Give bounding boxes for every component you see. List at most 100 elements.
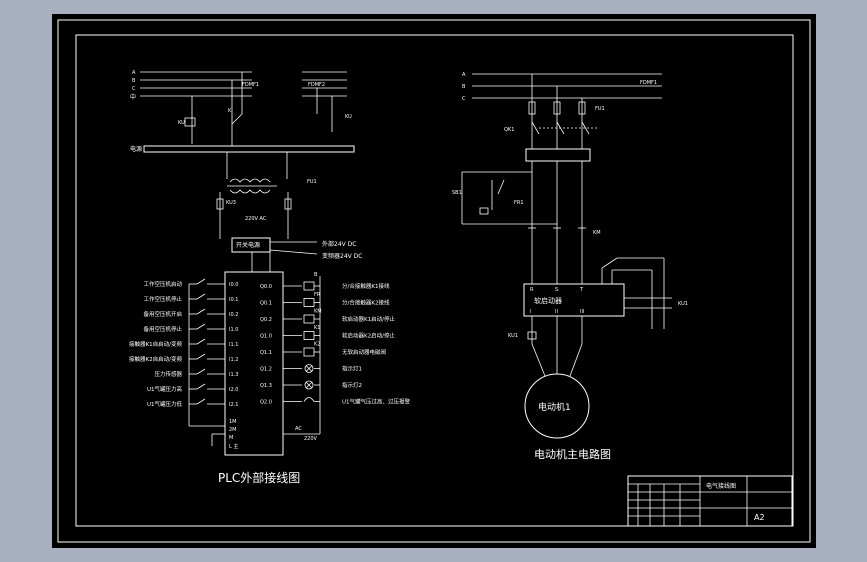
plc-bus-a: A [132,70,136,76]
plc-term-l: L 主 [229,443,238,450]
plc-input-label: 压力传感器 [154,370,182,378]
ac-supply-2: 220V [304,436,318,442]
plc-input-row: U1气罐压力低 I2.1 [147,398,238,408]
motor-fdmf: FDMF1 [640,80,657,86]
switch-supply-box [231,237,271,253]
relay-ku2: KU [345,114,352,120]
plc-output-row: Q0.1KM 分/合接触器K2接线 [260,298,390,315]
plc-input-addr: I2.0 [229,387,238,393]
plc-output-row: Q1.1 无软启动器电磁阀 [260,347,386,357]
motor-sb: SB1 [452,190,462,196]
plc-input-addr: I2.1 [229,402,238,408]
ss-term-ii: II [555,309,558,315]
plc-input-addr: I0.0 [229,282,238,288]
plc-input-addr: I0.2 [229,312,238,318]
rectifier-voltage: 220V AC [245,216,267,222]
plc-output-tag: FR [314,292,321,298]
plc-term-1m: 1M [229,419,237,425]
plc-input-row: 工作空压机停止 I0.1 [143,293,238,303]
cad-drawing: A B C 中 KU FDMF1 FDMF2 K KU 电源 FU1 KU3 2… [57,19,811,543]
plc-output-addr: Q0.1 [260,301,272,307]
plc-output-label: 无软启动器电磁阀 [342,348,386,356]
plc-input-label: U1气罐压力高 [147,385,183,393]
title-block: 电气接线图 A2 [627,475,793,527]
plc-input-addr: I0.1 [229,297,238,303]
plc-output-label: U1气罐气压过高、过压报警 [342,398,411,406]
plc-input-row: 工作空压机启动 I0.0 [143,278,238,288]
motor-main-circuit: A B C FDMF1 FU1 QK1 SB1 FR1 KM R [452,72,688,461]
soft-starter-box [523,283,625,317]
plc-input-label: 接触器K1自启动/变频 [129,340,182,348]
plc-input-label: 备用空压机开启 [143,310,182,318]
plc-output-label: 分/合接触器K2接线 [342,299,390,307]
outer-border [57,19,811,543]
plc-output-addr: Q0.0 [260,284,272,290]
plc-output-addr: Q1.1 [260,350,272,356]
ss-side: KU1 [678,301,688,307]
plc-output-tag: KM [314,309,322,315]
relay-k: K [228,108,232,114]
motor-bus-b: B [462,84,466,90]
relay-fdmf1: FDMF1 [242,82,259,88]
ac-supply-1: AC [295,426,302,432]
plc-bus-bar [143,145,355,153]
supply-output-2: 变频器24V DC [322,252,362,260]
plc-output-addr: Q1.0 [260,334,272,340]
plc-output-tag: K1 [314,325,320,331]
ss-term-s: S [555,287,558,293]
plc-input-row: 压力传感器 I1.3 [154,368,238,378]
plc-input-addr: I1.0 [229,327,238,333]
ss-name: 软启动器 [534,296,562,305]
plc-input-label: 备用空压机停止 [143,325,182,333]
plc-bus-bar-label: 电源 [130,145,142,153]
plc-term-2m: 2M [229,427,237,433]
plc-input-row: U1气罐压力高 I2.0 [147,383,238,393]
transformer-label: FU1 [307,179,317,185]
plc-input-label: 工作空压机启动 [143,280,182,288]
plc-output-label: 软启动器K1启动/停止 [342,315,395,323]
motor-title: 电动机主电路图 [534,447,611,461]
title-block-name: 电气接线图 [706,482,736,490]
plc-output-row: Q0.0FR 分/合接触器K1接线 [260,281,390,298]
switch-supply-label: 开关电源 [236,241,260,249]
plc-input-addr: I1.1 [229,342,238,348]
relay-ku: KU [178,120,185,126]
plc-output-row: Q0.2K1 软启动器K1启动/停止 [260,314,395,331]
plc-input-row: 备用空压机开启 I0.2 [143,308,238,318]
plc-output-row: Q1.2 指示灯1 [260,364,362,373]
plc-input-label: U1气罐压力低 [147,400,183,408]
title-block-sheet: A2 [754,513,765,522]
plc-bus-b: B [132,78,136,84]
plc-title: PLC外部接线图 [218,470,300,485]
relay-fdmf2: FDMF2 [308,82,325,88]
ss-term-i: I [530,309,531,315]
plc-bus-n: 中 [130,93,136,101]
ss-term-t: T [579,287,584,293]
plc-input-row: 备用空压机停止 I1.0 [143,323,238,333]
motor-bus-c: C [462,96,466,102]
plc-input-row: 接触器K1自启动/变频 I1.1 [129,338,238,348]
ss-term-r: R [530,287,534,293]
motor-fr: FR1 [514,200,524,206]
plc-bus-c: C [132,86,136,92]
motor-fuse: FU1 [595,106,605,112]
motor-label: 电动机1 [538,401,571,413]
motor-symbol [524,373,590,439]
plc-output-label: 分/合接触器K1接线 [342,282,390,290]
motor-breaker: QK1 [504,127,514,133]
plc-input-addr: I1.3 [229,372,238,378]
plc-output-label: 指示灯2 [342,381,362,389]
plc-input-label: 工作空压机停止 [143,295,182,303]
motor-bus-a: A [462,72,466,78]
plc-output-addr: Q2.0 [260,400,272,406]
rectifier-left: KU3 [226,200,236,206]
motor-km: KM [593,230,601,236]
plc-module [224,271,284,456]
plc-wiring-diagram: A B C 中 KU FDMF1 FDMF2 K KU 电源 FU1 KU3 2… [129,70,410,485]
drawing-sheet: A B C 中 KU FDMF1 FDMF2 K KU 电源 FU1 KU3 2… [52,14,816,548]
plc-output-addr: Q1.2 [260,367,272,373]
plc-output-addr: Q0.2 [260,317,272,323]
plc-output-label: 指示灯1 [342,365,362,373]
